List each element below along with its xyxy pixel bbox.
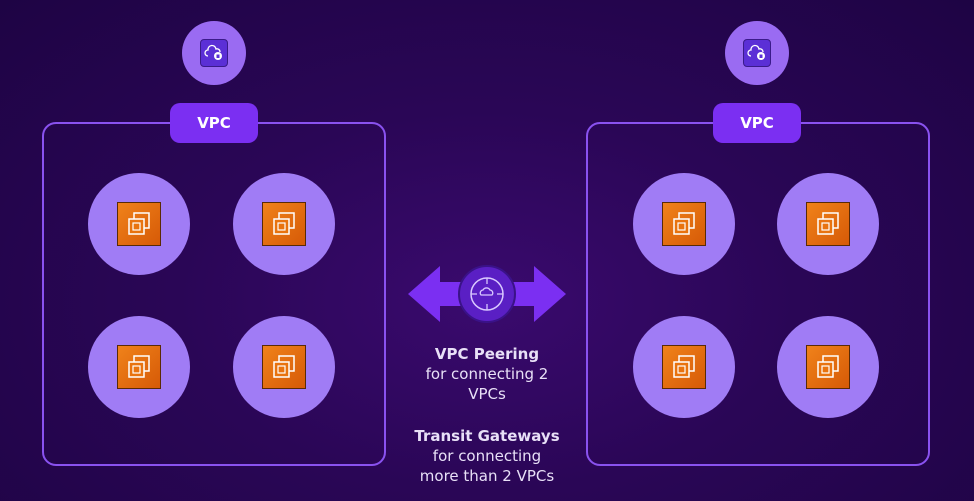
vpc-left-instance-3 (88, 316, 190, 418)
vpc-right-top-icon (725, 21, 789, 85)
ec2-instance-icon (806, 345, 850, 389)
vpc-cloud-lock-icon (200, 39, 228, 67)
vpc-peering-title: VPC Peering (434, 345, 540, 363)
vpc-left-top-icon (182, 21, 246, 85)
ec2-instance-icon (662, 345, 706, 389)
vpc-peering-desc-line2: VPCs (468, 385, 506, 403)
vpc-left-label: VPC (170, 103, 258, 143)
transit-gateway-icon (458, 265, 516, 323)
ec2-instance-icon (117, 202, 161, 246)
ec2-instance-icon (806, 202, 850, 246)
transit-gateway-title: Transit Gateways (414, 427, 560, 445)
vpc-right-label: VPC (713, 103, 801, 143)
ec2-instance-icon (262, 345, 306, 389)
transit-gateway-caption: Transit Gateways for connecting more tha… (395, 426, 579, 486)
vpc-peering-desc-line1: for connecting 2 (425, 365, 549, 383)
vpc-right-instance-4 (777, 316, 879, 418)
vpc-left-instance-1 (88, 173, 190, 275)
vpc-right-instance-1 (633, 173, 735, 275)
vpc-right-instance-2 (777, 173, 879, 275)
ec2-instance-icon (117, 345, 161, 389)
transit-gateway-desc-line1: for connecting (432, 447, 542, 465)
double-arrow-icon (408, 265, 566, 323)
vpc-peering-caption: VPC Peering for connecting 2 VPCs (405, 344, 569, 404)
vpc-left-instance-4 (233, 316, 335, 418)
transit-gateway-desc-line2: more than 2 VPCs (419, 467, 555, 485)
vpc-right-instance-3 (633, 316, 735, 418)
ec2-instance-icon (662, 202, 706, 246)
ec2-instance-icon (262, 202, 306, 246)
vpc-cloud-lock-icon (743, 39, 771, 67)
vpc-left-instance-2 (233, 173, 335, 275)
vpc-left-container (42, 122, 386, 466)
vpc-right-container (586, 122, 930, 466)
